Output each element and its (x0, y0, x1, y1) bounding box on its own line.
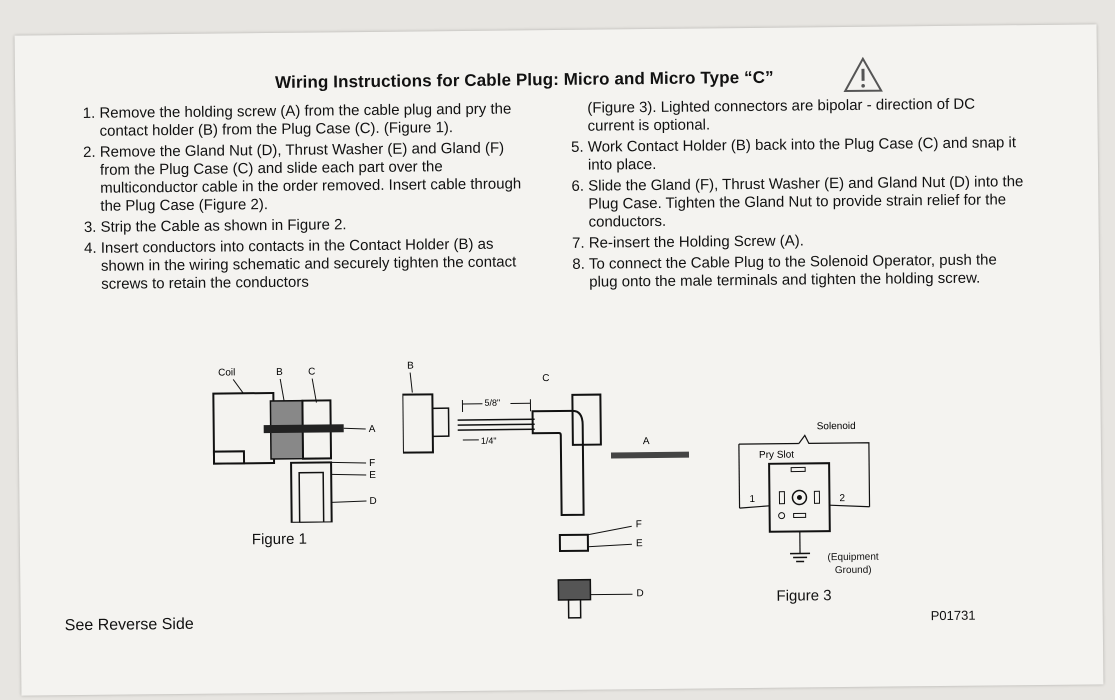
fig3-label-pry-slot: Pry Slot (759, 450, 794, 461)
fig2-label-a: A (643, 436, 650, 447)
fig1-label-c: C (308, 367, 315, 378)
step-7: Re-insert the Holding Screw (A). (589, 230, 1025, 253)
fig2-dim-1: 5/8" (484, 398, 500, 408)
figure-2-diagram: B C 5/8" 1/4" A F E D (401, 361, 690, 619)
figure-3-caption: Figure 3 (776, 587, 832, 605)
fig2-label-e: E (636, 538, 643, 549)
figure-3-diagram: Solenoid Pry Slot 1 2 (738, 421, 871, 563)
fig2-dim-2: 1/4" (481, 436, 497, 446)
fig3-label-solenoid: Solenoid (817, 421, 856, 432)
fig1-label-d: D (369, 496, 376, 507)
see-reverse-side: See Reverse Side (64, 615, 194, 635)
fig2-label-b: B (407, 361, 414, 372)
step-6: Slide the Gland (F), Thrust Washer (E) a… (588, 173, 1025, 232)
steps-list-right: Work Contact Holder (B) back into the Pl… (564, 134, 1026, 292)
fig1-label-a: A (369, 424, 376, 435)
step-8: To connect the Cable Plug to the Solenoi… (589, 251, 1025, 292)
document-code: P01731 (930, 607, 976, 624)
fig3-terminal-1: 1 (749, 494, 755, 505)
figure-1-diagram: Coil B C A F E D (212, 367, 377, 524)
fig2-label-c: C (542, 373, 549, 384)
fig1-label-e: E (369, 470, 376, 481)
instruction-sheet: Wiring Instructions for Cable Plug: Micr… (14, 24, 1104, 696)
step-5: Work Contact Holder (B) back into the Pl… (588, 134, 1024, 175)
figure-1-caption: Figure 1 (251, 530, 307, 549)
step-4-continued: (Figure 3). Lighted connectors are bipol… (587, 95, 976, 135)
fig2-label-d: D (636, 588, 643, 599)
page-title: Wiring Instructions for Cable Plug: Micr… (274, 67, 774, 92)
warning-icon (843, 56, 883, 93)
step-1: Remove the holding screw (A) from the ca… (99, 100, 525, 140)
fig1-label-b: B (276, 367, 283, 378)
fig3-ground-label: (Equipment Ground) (827, 551, 879, 577)
fig1-label-coil: Coil (218, 367, 235, 378)
fig1-label-f: F (369, 458, 375, 469)
step-3: Strip the Cable as shown in Figure 2. (100, 214, 526, 236)
fig2-label-f: F (636, 519, 642, 530)
instructions-left: Remove the holding screw (A) from the ca… (75, 100, 527, 297)
steps-list-left: Remove the holding screw (A) from the ca… (75, 100, 527, 294)
step-2: Remove the Gland Nut (D), Thrust Washer … (100, 139, 527, 215)
step-4: Insert conductors into contacts in the C… (101, 235, 528, 293)
instructions-right: (Figure 3). Lighted connectors are bipol… (563, 95, 1025, 295)
fig3-terminal-2: 2 (839, 493, 845, 504)
